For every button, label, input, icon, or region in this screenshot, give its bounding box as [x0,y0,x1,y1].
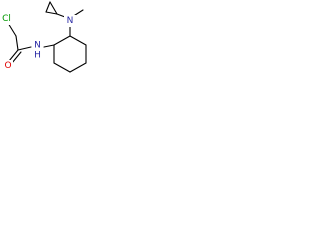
ring-bond-2 [69,35,87,46]
amine-nitrogen-label: N [67,16,74,26]
ring-bond-1 [53,35,71,46]
bond-carbonyl-oxygen-1 [8,49,19,62]
amide-nitrogen-atom: N H [32,40,43,61]
bond-amide-nitrogen-ring [43,44,55,48]
bond-carbonyl-oxygen-2 [11,51,22,64]
cyclopropyl-bond-2 [45,1,51,13]
bond-ch2-carbonyl [15,35,19,51]
amide-hydrogen-label: H [34,51,41,61]
amide-nitrogen-label: N [34,41,41,51]
oxygen-label: O [4,61,11,71]
cyclopropyl-bond-1 [45,11,58,15]
chemical-structure: Cl O N H N [0,1,87,73]
amine-nitrogen-atom: N [64,15,76,27]
bond-carbonyl-nitrogen [17,46,32,51]
bond-cl-ch2 [7,22,17,37]
ring-bond-5 [53,62,71,73]
ring-bond-4 [69,62,87,73]
cyclopropyl-bond-3 [49,1,58,15]
oxygen-atom: O [3,60,13,72]
chlorine-label: Cl [2,14,11,24]
bond-amine-cyclopropyl [56,13,66,18]
chlorine-atom: Cl [0,13,13,25]
